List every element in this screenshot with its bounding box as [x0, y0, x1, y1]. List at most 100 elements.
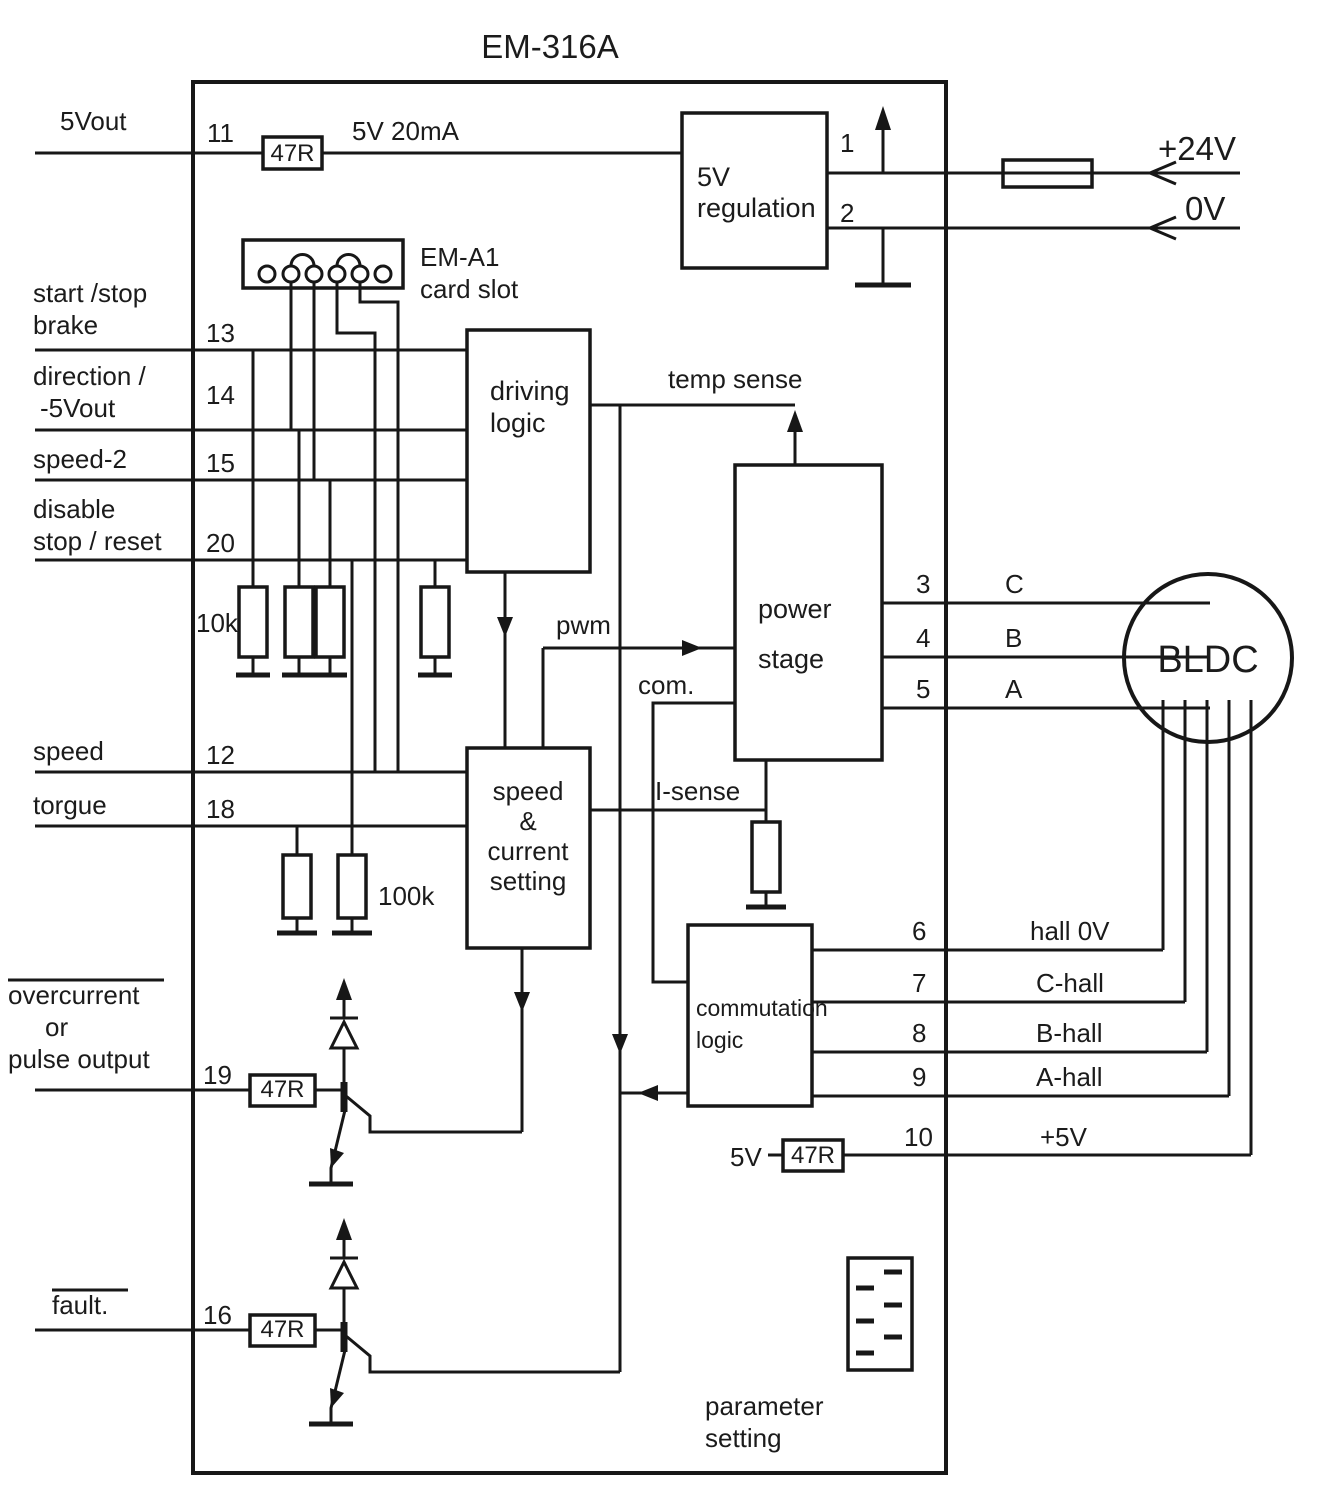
driving-logic-label-1: driving [490, 376, 570, 406]
regulation-5v-block [680, 111, 829, 270]
pin-2: 2 [840, 198, 854, 228]
speed-current-label-1: speed [493, 776, 564, 806]
label-em-a1: EM-A1 [420, 242, 499, 272]
label-c-hall: C-hall [1036, 968, 1104, 998]
label-disable: disable [33, 494, 115, 524]
power-supply-wires [35, 106, 1240, 288]
jumper-arc-icon [335, 253, 362, 267]
resistor-47r-pin11-label: 47R [270, 140, 314, 167]
label-plus24v: +24V [1158, 130, 1236, 167]
label-or: or [45, 1012, 68, 1042]
pin-18: 18 [206, 794, 235, 824]
speed-current-label-4: setting [490, 866, 567, 896]
driving-logic-block [465, 328, 592, 574]
label-phase-a: A [1005, 674, 1023, 704]
power-stage-label-2: stage [758, 644, 824, 674]
label-parameter-1: parameter [705, 1391, 824, 1421]
bldc-motor-circle [1122, 572, 1294, 744]
pulldown-resistors-10k [236, 350, 452, 678]
pin-16: 16 [203, 1300, 232, 1330]
temp-sense-arrow-icon [787, 410, 803, 432]
pin-8: 8 [912, 1018, 926, 1048]
dip-switch[interactable] [846, 1256, 914, 1372]
resistors-100k [277, 560, 372, 936]
card-slot-connector [241, 238, 405, 290]
pin-13: 13 [206, 318, 235, 348]
diode-icon [328, 1258, 360, 1290]
pin-1: 1 [840, 128, 854, 158]
label-pulse-output: pulse output [8, 1044, 150, 1074]
pin-5: 5 [916, 674, 930, 704]
pin-4: 4 [916, 623, 930, 653]
resistor-47r-pin19-label: 47R [260, 1076, 304, 1103]
arrow-in-0v-icon [1149, 215, 1177, 241]
down-arrow-icon [497, 617, 513, 637]
pin-11: 11 [207, 118, 234, 148]
pin-10: 10 [904, 1122, 933, 1152]
regulation-5v-label-1: 5V [697, 162, 730, 192]
jumper-arc-icon [289, 253, 316, 267]
isense-shunt-resistor [746, 820, 786, 910]
pin-15: 15 [206, 448, 235, 478]
label-direction: direction / [33, 361, 146, 391]
output-transistor-pin16: 47R [248, 1218, 620, 1427]
commutation-logic-label-1: commutation [696, 995, 828, 1021]
emitter-arrow-icon [330, 1148, 344, 1168]
label-pwm: pwm [556, 610, 611, 640]
label-10k: 10k [196, 608, 239, 638]
label-start-stop: start /stop [33, 278, 147, 308]
pin-7: 7 [912, 968, 926, 998]
label-b-hall: B-hall [1036, 1018, 1102, 1048]
label-phase-b: B [1005, 623, 1022, 653]
diagram-title: EM-316A [481, 28, 619, 65]
label-5vout: 5Vout [60, 106, 127, 136]
label-parameter-2: setting [705, 1423, 782, 1453]
pin-6: 6 [912, 916, 926, 946]
arrow-in-24v-icon [1149, 160, 1177, 186]
driving-logic-output-wires [497, 403, 803, 1372]
commutation-logic-block [686, 923, 814, 1108]
pin-9: 9 [912, 1062, 926, 1092]
resistor-47r-pin11 [261, 135, 324, 171]
label-com: com. [638, 670, 694, 700]
motor-wiring [768, 601, 1253, 1157]
down-arrow-icon [612, 1034, 628, 1054]
emitter-arrow-icon [330, 1388, 344, 1408]
input-signal-lines [35, 348, 467, 1332]
card-slot-wires [289, 282, 400, 772]
resistor-47r-pin16 [248, 1313, 317, 1348]
label-plus5v: +5V [1040, 1122, 1088, 1152]
power-stage-block [733, 463, 884, 762]
label-100k: 100k [378, 881, 435, 911]
label-brake: brake [33, 310, 98, 340]
label-temp-sense: temp sense [668, 364, 802, 394]
resistor-47r-pin16-label: 47R [260, 1316, 304, 1343]
left-arrow-icon [638, 1085, 658, 1101]
up-arrow-icon [336, 1218, 352, 1240]
label-isense: I-sense [655, 776, 740, 806]
pwm-arrow-icon [682, 640, 702, 656]
commutation-logic-label-2: logic [696, 1027, 743, 1053]
driving-logic-label-2: logic [490, 408, 546, 438]
label-speed: speed [33, 736, 104, 766]
speed-current-setting-block [465, 746, 592, 950]
up-arrow-icon [336, 978, 352, 1000]
regulation-5v-label-2: regulation [697, 193, 816, 223]
label-5v-hall: 5V [730, 1142, 762, 1172]
controller-boundary-box [191, 80, 948, 1475]
pin-20: 20 [206, 528, 235, 558]
output-transistor-pin19: 47R [248, 978, 522, 1187]
label-phase-c: C [1005, 569, 1024, 599]
pin-19: 19 [203, 1060, 232, 1090]
up-arrow-icon [875, 106, 891, 130]
bldc-motor-label: BLDC [1157, 639, 1258, 681]
label-card-slot: card slot [420, 274, 519, 304]
resistor-47r-hall [781, 1138, 845, 1173]
speed-current-label-2: & [519, 806, 536, 836]
pin-14: 14 [206, 380, 235, 410]
label-neg5vout: -5Vout [40, 393, 116, 423]
diode-icon [328, 1018, 360, 1050]
power-stage-label-1: power [758, 594, 832, 624]
